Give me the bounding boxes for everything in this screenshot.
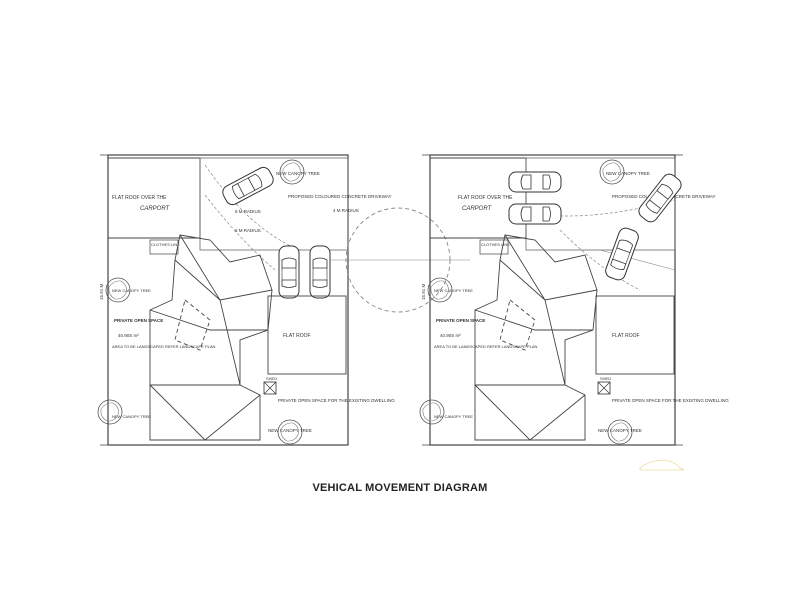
- right-house: [474, 234, 598, 386]
- left-radius-2: 6 M RADIUS: [235, 228, 261, 233]
- right-flat-roof-top-label: FLAT ROOF OVER THE: [458, 195, 513, 201]
- right-shed: SHED: [600, 376, 611, 381]
- right-tree-bottom: NEW CANOPY TREE: [598, 428, 642, 433]
- left-area: 40.90S m²: [118, 333, 139, 338]
- right-new-canopy-tree-top: NEW CANOPY TREE: [606, 171, 650, 176]
- right-plan: FLAT ROOF OVER THE CARPORT PROPOSED COLO…: [419, 154, 729, 471]
- left-tree-bottom: NEW CANOPY TREE: [268, 428, 312, 433]
- left-driveway: [199, 157, 349, 251]
- left-boundary-label: 15.91 M: [99, 283, 104, 300]
- left-flat-roof-area: [267, 295, 347, 375]
- left-plan: FLAT ROOF OVER THE CARPORT PROPOSED COLO…: [97, 154, 395, 446]
- left-car-parked-2-icon: [309, 245, 331, 299]
- watermark-car-icon: [639, 459, 685, 471]
- left-pos-label: PRIVATE OPEN SPACE: [114, 318, 163, 323]
- right-car-turning-2-icon: [603, 225, 641, 283]
- left-tree-left-upper: NEW CANOPY TREE: [112, 288, 151, 293]
- left-tree-left-lower-icon: [97, 399, 123, 425]
- left-pos-existing: PRIVATE OPEN SPACE FOR THE EXISTING DWEL…: [278, 398, 395, 403]
- diagram-caption: VEHICAL MOVEMENT DIAGRAM: [312, 482, 488, 494]
- left-flat-roof: FLAT ROOF: [283, 333, 311, 339]
- right-clothes-line: CLOTHES LINE: [481, 242, 510, 247]
- left-new-canopy-tree-top: NEW CANOPY TREE: [276, 171, 320, 176]
- left-proposed-driveway: PROPOSED COLOURED CONCRETE DRIVEWAY: [288, 194, 392, 199]
- right-tree-left-lower: NEW CANOPY TREE: [434, 414, 473, 419]
- right-boundary-label: 15.91 M: [421, 283, 426, 300]
- right-landscape-note: AREA TO BE LANDSCAPED REFER LANDSCAPE PL…: [434, 344, 538, 349]
- right-pos-existing: PRIVATE OPEN SPACE FOR THE EXISTING DWEL…: [612, 398, 729, 403]
- left-tree-left-lower: NEW CANOPY TREE: [112, 414, 151, 419]
- left-radius-3: 4 M RADIUS: [333, 208, 359, 213]
- right-pos-label: PRIVATE OPEN SPACE: [436, 318, 485, 323]
- right-tree-left-upper: NEW CANOPY TREE: [434, 288, 473, 293]
- left-radius-1: 6 M RADIUS: [235, 209, 261, 214]
- left-car-parked-1-icon: [278, 245, 300, 299]
- right-area: 40.90S m²: [440, 333, 461, 338]
- left-car-turning-icon: [219, 164, 277, 208]
- left-flat-roof-top-label: FLAT ROOF OVER THE: [112, 195, 167, 201]
- left-shed: SHED: [266, 376, 277, 381]
- right-flat-roof: FLAT ROOF: [612, 333, 640, 339]
- right-carport-handwritten: CARPORT: [462, 206, 493, 212]
- left-landscape-note: AREA TO BE LANDSCAPED REFER LANDSCAPE PL…: [112, 344, 216, 349]
- left-clothes-line: CLOTHES LINE: [151, 242, 180, 247]
- right-car-parked-2-icon: [508, 203, 562, 225]
- left-carport-handwritten: CARPORT: [140, 206, 171, 212]
- left-house: [149, 234, 273, 386]
- right-car-parked-1-icon: [508, 171, 562, 193]
- right-flat-roof-area: [595, 295, 675, 375]
- right-tree-left-lower-icon: [419, 399, 445, 425]
